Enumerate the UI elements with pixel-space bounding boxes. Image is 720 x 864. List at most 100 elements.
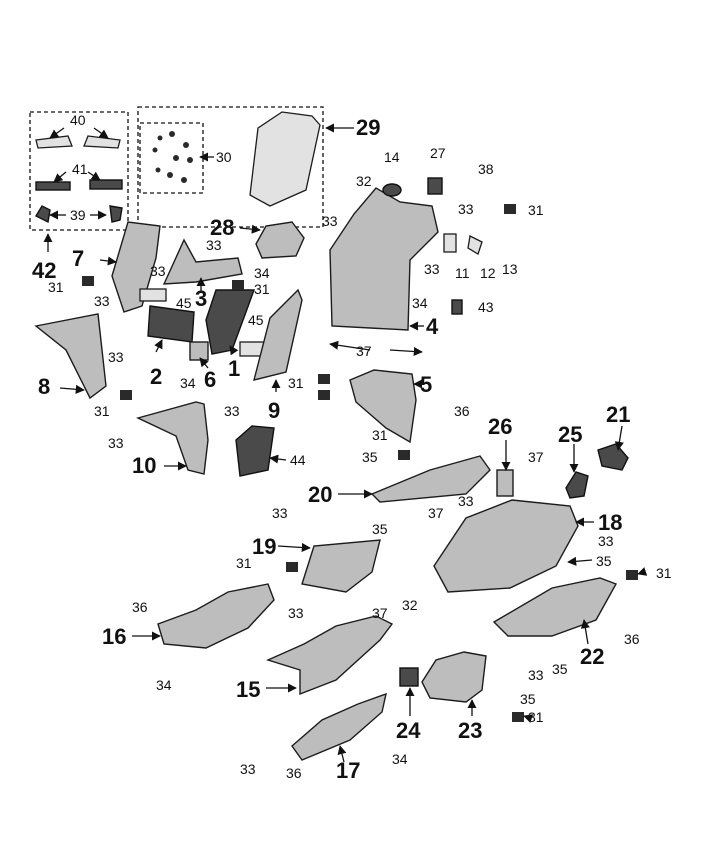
part-39-left xyxy=(35,205,51,224)
callout-34-b: 34 xyxy=(392,751,408,767)
callout-45-a: 45 xyxy=(176,295,192,311)
callout-4: 4 xyxy=(426,314,439,339)
callout-30: 30 xyxy=(216,149,232,165)
callout-11: 11 xyxy=(455,265,470,281)
callout-34-d: 34 xyxy=(412,295,428,311)
part-6-bracket xyxy=(189,341,209,361)
callout-33-f: 33 xyxy=(458,493,474,509)
part-39-right xyxy=(109,205,123,223)
callout-25: 25 xyxy=(558,422,582,447)
callout-34-e: 34 xyxy=(254,265,270,281)
callout-35-a: 35 xyxy=(520,691,536,707)
callout-33-h: 33 xyxy=(224,403,240,419)
part-14-cap xyxy=(382,183,402,197)
callout-9: 9 xyxy=(268,398,280,423)
part-16-floor-left xyxy=(157,583,275,649)
callout-31-a: 31 xyxy=(528,202,544,218)
callout-45-b: 45 xyxy=(248,312,264,328)
part-44-duct xyxy=(235,425,275,477)
part-19-glovebox xyxy=(301,539,381,593)
callout-18: 18 xyxy=(598,510,622,535)
callout-44: 44 xyxy=(290,452,306,468)
part-41-left xyxy=(35,181,71,191)
callout-33-o: 33 xyxy=(424,261,440,277)
callout-38: 38 xyxy=(478,161,494,177)
part-3-center-trim xyxy=(162,238,243,285)
callout-16: 16 xyxy=(102,624,126,649)
callout-37-b: 37 xyxy=(428,505,444,521)
callout-14: 14 xyxy=(384,149,400,165)
part-9-side-panel xyxy=(253,288,303,381)
part-26-cover xyxy=(496,469,514,497)
bolts-31 xyxy=(82,204,638,722)
callout-2: 2 xyxy=(150,364,162,389)
callout-19: 19 xyxy=(252,534,276,559)
part-10-lower-cover xyxy=(135,401,209,475)
part-24-cover xyxy=(399,667,419,687)
part-43-bracket xyxy=(451,299,463,315)
callout-43: 43 xyxy=(478,299,494,315)
part-4-inner-cover xyxy=(329,187,439,331)
part-29-windshield xyxy=(249,111,321,207)
kit-box-windshield xyxy=(137,106,324,228)
part-45-left xyxy=(139,288,167,302)
callout-35-e: 35 xyxy=(362,449,378,465)
part-15-footrest xyxy=(266,615,394,696)
callout-33-c: 33 xyxy=(598,533,614,549)
callout-31-d: 31 xyxy=(372,427,388,443)
callout-33-i: 33 xyxy=(108,349,124,365)
callout-33-b: 33 xyxy=(528,667,544,683)
callout-36-d: 36 xyxy=(624,631,640,647)
part-18-storage-bin xyxy=(433,499,579,593)
leader-lines xyxy=(43,123,648,763)
callout-29: 29 xyxy=(356,115,380,140)
part-20-floor-side xyxy=(370,455,491,503)
callout-39: 39 xyxy=(70,207,86,223)
callout-10: 10 xyxy=(132,453,156,478)
callout-31-h: 31 xyxy=(48,279,64,295)
callout-20: 20 xyxy=(308,482,332,507)
callout-40: 40 xyxy=(70,112,86,128)
part-40-right xyxy=(83,135,121,149)
callout-6: 6 xyxy=(204,367,216,392)
callout-8: 8 xyxy=(38,374,50,399)
callout-33-k: 33 xyxy=(150,263,166,279)
part-41-right xyxy=(89,179,123,190)
callout-26: 26 xyxy=(488,414,512,439)
callout-21: 21 xyxy=(606,402,630,427)
part-30-hardware xyxy=(152,131,193,183)
callout-31-e: 31 xyxy=(236,555,252,571)
callout-31-b: 31 xyxy=(528,709,544,725)
part-1-center-panel xyxy=(205,289,255,355)
callout-31-f: 31 xyxy=(288,375,304,391)
callout-36-c: 36 xyxy=(454,403,470,419)
callout-41: 41 xyxy=(72,161,88,177)
callout-31-c: 31 xyxy=(656,565,672,581)
callout-33-a: 33 xyxy=(240,761,256,777)
callout-13: 13 xyxy=(502,261,518,277)
callout-33-g: 33 xyxy=(108,435,124,451)
callout-12: 12 xyxy=(480,265,496,281)
callout-42: 42 xyxy=(32,258,56,283)
part-27-key-cover xyxy=(427,177,443,195)
part-23-rear-cover xyxy=(421,651,487,703)
callout-15: 15 xyxy=(236,677,260,702)
part-40-left xyxy=(35,135,73,149)
callout-37-c: 37 xyxy=(528,449,544,465)
callout-3: 3 xyxy=(195,286,207,311)
part-2-vent xyxy=(147,305,195,343)
callout-28: 28 xyxy=(210,215,234,240)
callout-1: 1 xyxy=(228,356,240,381)
kit-box-left xyxy=(29,111,129,231)
callout-32: 32 xyxy=(356,173,372,189)
callout-33-j: 33 xyxy=(94,293,110,309)
callout-31-i: 31 xyxy=(254,281,270,297)
callout-22: 22 xyxy=(580,644,604,669)
callout-33-e: 33 xyxy=(288,605,304,621)
callout-33-l: 33 xyxy=(206,237,222,253)
callout-5: 5 xyxy=(420,372,432,397)
callout-37-d: 37 xyxy=(372,605,388,621)
callout-34-c: 34 xyxy=(180,375,196,391)
part-25-light xyxy=(565,471,589,499)
